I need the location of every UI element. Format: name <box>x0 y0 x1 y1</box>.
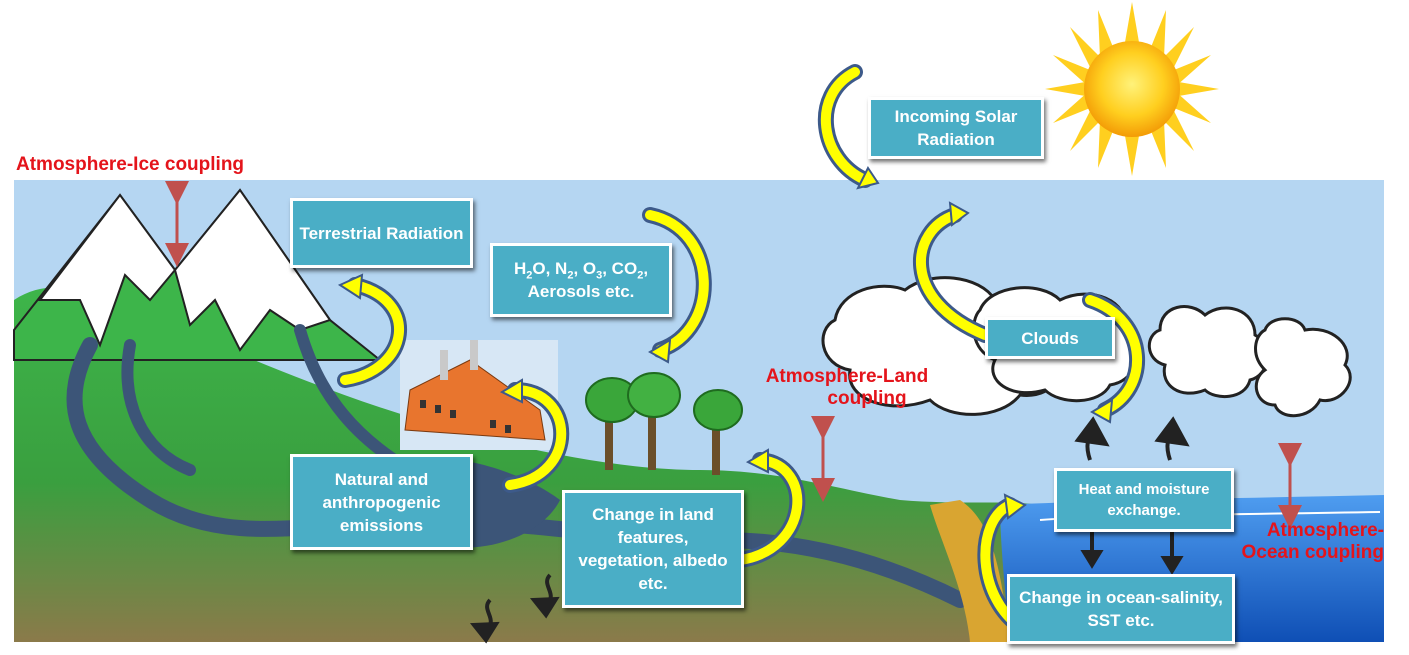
trees <box>585 372 743 475</box>
terrestrial-radiation-box: Terrestrial Radiation <box>290 198 473 268</box>
cycle-arrows <box>337 64 1145 638</box>
gases-aerosols-box: H2O, N2, O3, CO2, Aerosols etc. <box>490 243 672 317</box>
land-label-line2: coupling <box>827 388 907 409</box>
clouds-up-arrow <box>912 201 993 343</box>
land-arrow <box>732 448 806 568</box>
land-label-line1: Atmosphere-Land <box>765 366 929 387</box>
ocean-label-line2: Ocean coupling <box>1241 542 1384 563</box>
sun-icon <box>1045 2 1219 176</box>
exchange-arrows <box>469 416 1190 644</box>
solar-arrow <box>817 64 880 190</box>
incoming-solar-radiation-box: Incoming Solar Radiation <box>868 97 1044 159</box>
atmosphere-ocean-coupling-label: Atmosphere- Ocean coupling <box>1224 520 1384 564</box>
snow-cap-left <box>37 193 177 348</box>
land-change-box: Change in land features, vegetation, alb… <box>562 490 744 608</box>
river-branch <box>121 339 196 476</box>
ocean-label-line1: Atmosphere- <box>1266 520 1384 541</box>
clouds-box: Clouds <box>985 317 1115 359</box>
beach <box>930 500 1010 642</box>
land <box>14 287 1040 642</box>
emissions-box: Natural and anthropogenic emissions <box>290 454 473 550</box>
heat-moisture-box: Heat and moisture exchange. <box>1054 468 1234 532</box>
ocean-change-box: Change in ocean-salinity, SST etc. <box>1007 574 1235 644</box>
terrestrial-arrow <box>337 273 407 388</box>
atmosphere-land-coupling-label: Atmosphere-Land coupling <box>752 366 942 410</box>
aerosols-text: Aerosols etc. <box>527 282 635 301</box>
gases-formula: H2O, N2, O3, CO2, <box>513 259 649 282</box>
coupling-arrows <box>165 181 1302 529</box>
clouds-down-arrow <box>1082 292 1145 424</box>
gases-arrow <box>642 207 712 364</box>
atmosphere-ice-coupling-label: Atmosphere-Ice coupling <box>16 154 245 175</box>
emissions-arrow <box>499 378 570 493</box>
snow-cap-right <box>173 188 332 352</box>
